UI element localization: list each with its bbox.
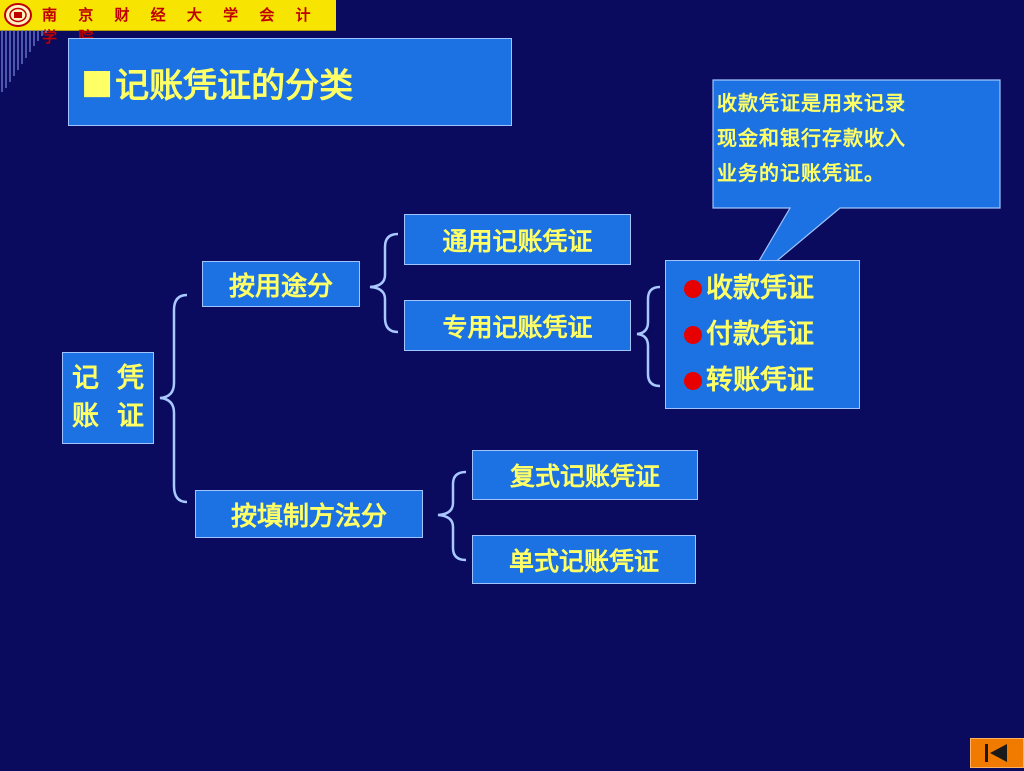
bullet-icon bbox=[684, 371, 702, 390]
callout-text: 收款凭证是用来记录 现金和银行存款收入 业务的记账凭证。 bbox=[717, 91, 906, 185]
list-item: 转账凭证 bbox=[684, 358, 814, 404]
node-single-voucher: 单式记账凭证 bbox=[472, 535, 696, 584]
root-node-line-1: 记账 bbox=[72, 363, 99, 432]
title-marker: ■ bbox=[81, 62, 114, 102]
root-node-line-2: 凭证 bbox=[117, 363, 144, 432]
type-payment: 付款凭证 bbox=[706, 318, 814, 350]
university-logo-icon bbox=[3, 2, 33, 28]
node-compound-voucher: 复式记账凭证 bbox=[472, 450, 698, 500]
branch-by-usage: 按用途分 bbox=[202, 261, 360, 307]
type-transfer: 转账凭证 bbox=[706, 364, 814, 396]
node-special-voucher: 专用记账凭证 bbox=[404, 300, 631, 351]
usage-brace bbox=[369, 232, 399, 334]
special-voucher-types: 收款凭证 付款凭证 转账凭证 bbox=[665, 260, 860, 409]
decorative-stripes bbox=[1, 30, 47, 92]
list-item: 付款凭证 bbox=[684, 312, 814, 358]
bullet-icon bbox=[684, 279, 702, 298]
first-slide-icon bbox=[985, 744, 1007, 762]
slide-title: ■ 记账凭证的分类 bbox=[68, 38, 512, 126]
list-item: 收款凭证 bbox=[684, 266, 814, 312]
root-node: 记账 凭证 bbox=[62, 352, 154, 444]
first-slide-button[interactable] bbox=[970, 738, 1024, 768]
bullet-icon bbox=[684, 325, 702, 344]
branch-by-method: 按填制方法分 bbox=[195, 490, 423, 538]
callout-bubble bbox=[712, 79, 1001, 291]
method-brace bbox=[437, 470, 467, 562]
root-brace bbox=[159, 293, 188, 504]
node-general-voucher: 通用记账凭证 bbox=[404, 214, 631, 265]
type-receipt: 收款凭证 bbox=[706, 272, 814, 304]
title-text: 记账凭证的分类 bbox=[115, 65, 354, 106]
special-brace bbox=[636, 285, 661, 388]
